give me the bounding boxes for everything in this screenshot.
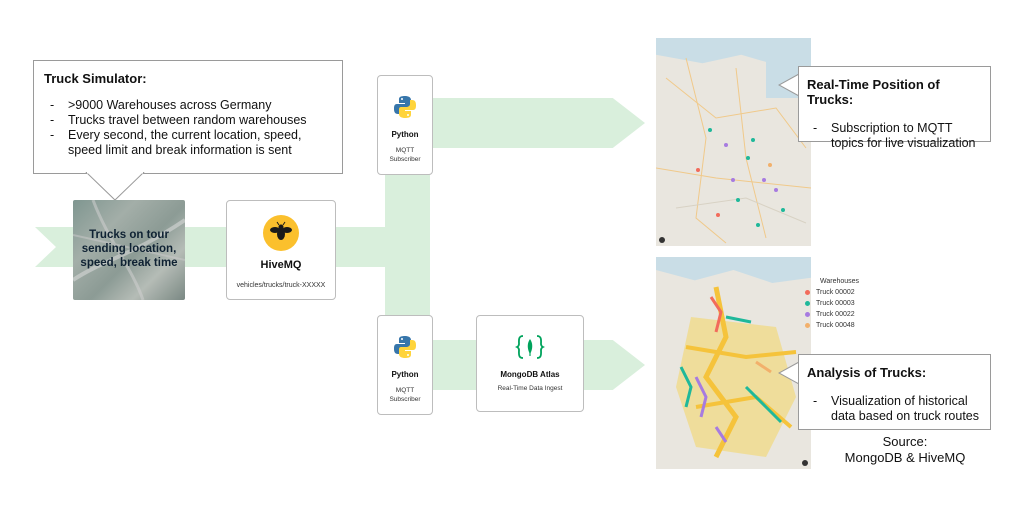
hivemq-topic: vehicles/trucks/truck-XXXXX [236, 282, 326, 289]
mongodb-name: MongoDB Atlas [500, 370, 560, 379]
simulator-bullet: Every second, the current location, spee… [44, 128, 332, 158]
simulator-bullet: Trucks travel between random warehouses [44, 113, 332, 128]
analysis-bullet: Visualization of historical data based o… [807, 394, 980, 424]
legend-swatch [805, 323, 810, 328]
legend-label: Truck 00003 [816, 300, 855, 307]
truck-marker [736, 198, 740, 202]
python-bottom-role: MQTT Subscriber [389, 387, 421, 403]
route-heatmap [676, 286, 797, 459]
legend-item: Truck 00002 [805, 287, 875, 298]
trucks-aerial-tile: Trucks on tour sending location, speed, … [73, 200, 185, 300]
python-top-role: MQTT Subscriber [389, 147, 421, 163]
realtime-callout: Real-Time Position of Trucks: Subscripti… [798, 66, 991, 150]
analysis-legend: Warehouses Truck 00002 Truck 00003 Truck… [805, 276, 875, 331]
hivemq-name: HiveMQ [260, 259, 302, 271]
realtime-bullet: Subscription to MQTT topics for live vis… [807, 121, 980, 151]
python-logo-icon [394, 336, 416, 358]
truck-marker [724, 143, 728, 147]
simulator-callout: Truck Simulator: >9000 Warehouses across… [33, 60, 343, 174]
hivemq-bee-icon [263, 215, 299, 251]
truck-marker [708, 128, 712, 132]
source-line-1: Source: [882, 434, 928, 449]
legend-swatch [805, 312, 810, 317]
truck-marker [746, 156, 750, 160]
simulator-callout-pointer [85, 172, 145, 201]
python-bottom-name: Python [391, 370, 419, 379]
realtime-title: Real-Time Position of Trucks: [807, 77, 940, 107]
legend-item: Truck 00048 [805, 320, 875, 331]
legend-label: Truck 00022 [816, 311, 855, 318]
mongodb-leaf-icon [515, 332, 545, 362]
analysis-callout: Analysis of Trucks: Visualization of his… [798, 354, 991, 430]
aerial-roads [73, 200, 185, 300]
legend-item: Warehouses [805, 276, 875, 287]
legend-swatch [805, 301, 810, 306]
legend-label: Warehouses [820, 278, 860, 285]
hivemq-card: HiveMQ vehicles/trucks/truck-XXXXX [226, 200, 336, 300]
python-card-top: Python MQTT Subscriber [377, 75, 433, 175]
map-info-icon [659, 237, 665, 243]
legend-item: Truck 00022 [805, 309, 875, 320]
legend-item: Truck 00003 [805, 298, 875, 309]
legend-label: Truck 00002 [816, 289, 855, 296]
analysis-callout-pointer [778, 361, 800, 385]
python-card-bottom: Python MQTT Subscriber [377, 315, 433, 415]
mongodb-card: MongoDB Atlas Real-Time Data Ingest [476, 315, 584, 412]
truck-marker [781, 208, 785, 212]
source-line-2: MongoDB & HiveMQ [844, 450, 966, 465]
truck-marker [756, 223, 760, 227]
python-logo-icon [394, 96, 416, 118]
mongodb-role: Real-Time Data Ingest [497, 385, 563, 392]
truck-marker [696, 168, 700, 172]
source-note: Source: MongoDB & HiveMQ [820, 434, 990, 466]
legend-swatch [805, 290, 810, 295]
legend-label: Truck 00048 [816, 322, 855, 329]
python-top-name: Python [391, 130, 419, 139]
map-roads [656, 57, 811, 244]
truck-marker [716, 213, 720, 217]
truck-marker [751, 138, 755, 142]
realtime-callout-pointer [778, 73, 800, 97]
truck-marker [762, 178, 766, 182]
map-info-icon [802, 460, 808, 466]
simulator-title: Truck Simulator: [44, 71, 147, 86]
truck-marker [731, 178, 735, 182]
truck-marker [768, 163, 772, 167]
simulator-bullet: >9000 Warehouses across Germany [44, 98, 332, 113]
flow-arrow-top [430, 98, 645, 148]
analysis-title: Analysis of Trucks: [807, 365, 927, 380]
trucks-tile-label: Trucks on tour sending location, speed, … [80, 229, 178, 269]
truck-marker [774, 188, 778, 192]
analysis-map [656, 257, 811, 469]
